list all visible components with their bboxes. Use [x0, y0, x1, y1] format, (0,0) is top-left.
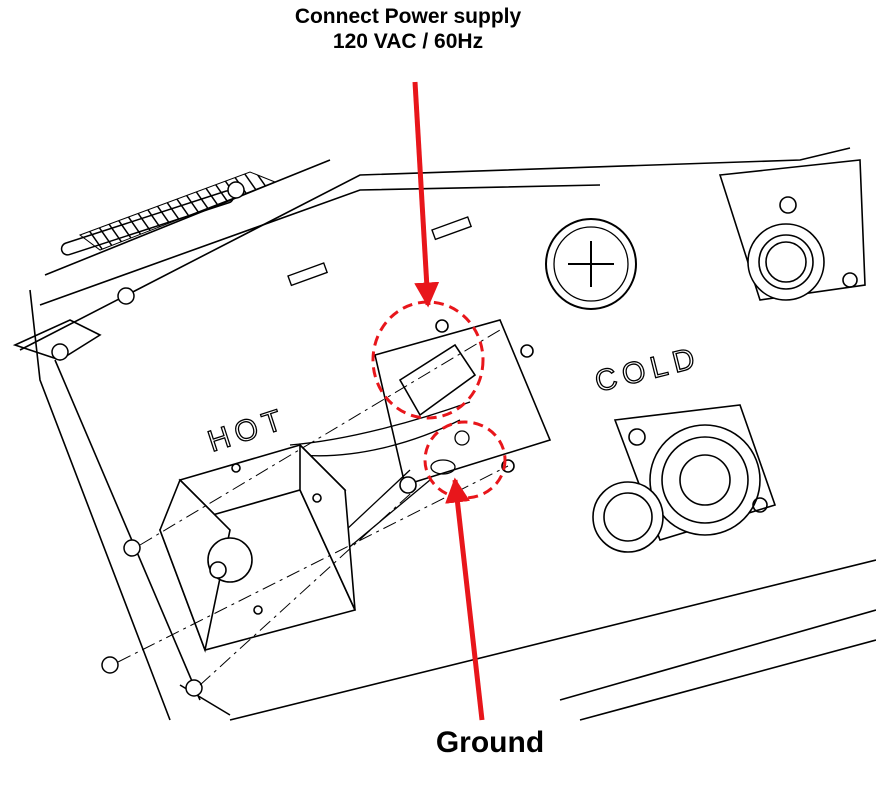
screw-icon	[51, 343, 69, 361]
top-right-fitting	[718, 159, 866, 301]
power-supply-callout: Connect Power supply 120 VAC / 60Hz	[218, 4, 598, 54]
screw-icon	[227, 181, 245, 199]
cross-cap-icon	[545, 218, 637, 310]
screw-icon	[123, 539, 141, 557]
screw-icon	[117, 287, 135, 305]
cold-fitting	[592, 404, 777, 553]
cold-label: COLD	[592, 341, 704, 399]
power-supply-arrow	[412, 81, 440, 308]
junction-bracket	[374, 319, 552, 494]
ground-highlight	[423, 420, 507, 500]
screw-icon	[185, 679, 203, 697]
power-supply-callout-line1: Connect Power supply	[294, 5, 522, 28]
ground-arrow	[445, 477, 485, 721]
screw-icon	[101, 656, 119, 674]
ground-callout: Ground	[435, 726, 545, 759]
assembly-guide-lines	[117, 329, 509, 686]
loose-screws	[51, 181, 245, 697]
slot-marks	[287, 216, 473, 287]
hot-outlet-box	[158, 443, 357, 653]
hot-label: HOT	[204, 402, 292, 459]
power-supply-callout-line2: 120 VAC / 60Hz	[332, 30, 484, 53]
